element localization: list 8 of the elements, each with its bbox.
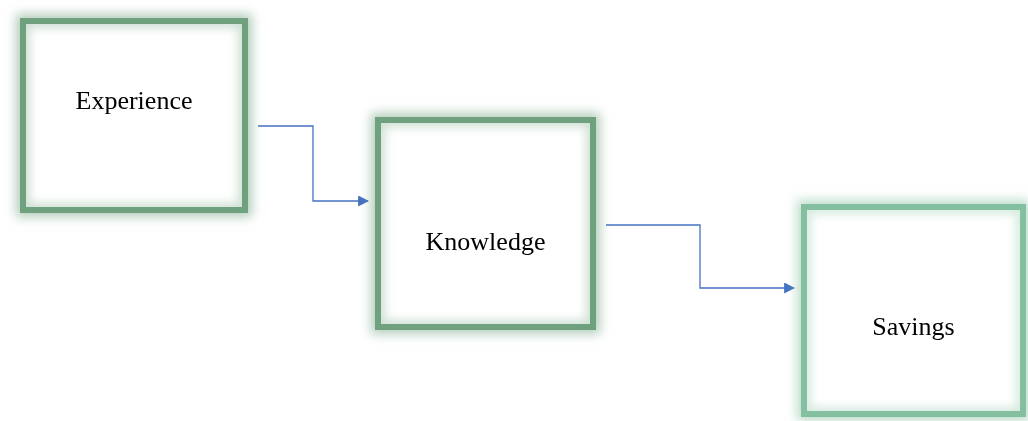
process-box (20, 18, 248, 213)
arrow (605, 224, 796, 294)
process-box (375, 117, 596, 330)
box-label: Knowledge (424, 227, 547, 257)
process-box (801, 204, 1026, 417)
box-label: Experience (74, 86, 194, 116)
arrow (257, 125, 370, 207)
box-label: Savings (871, 312, 956, 342)
